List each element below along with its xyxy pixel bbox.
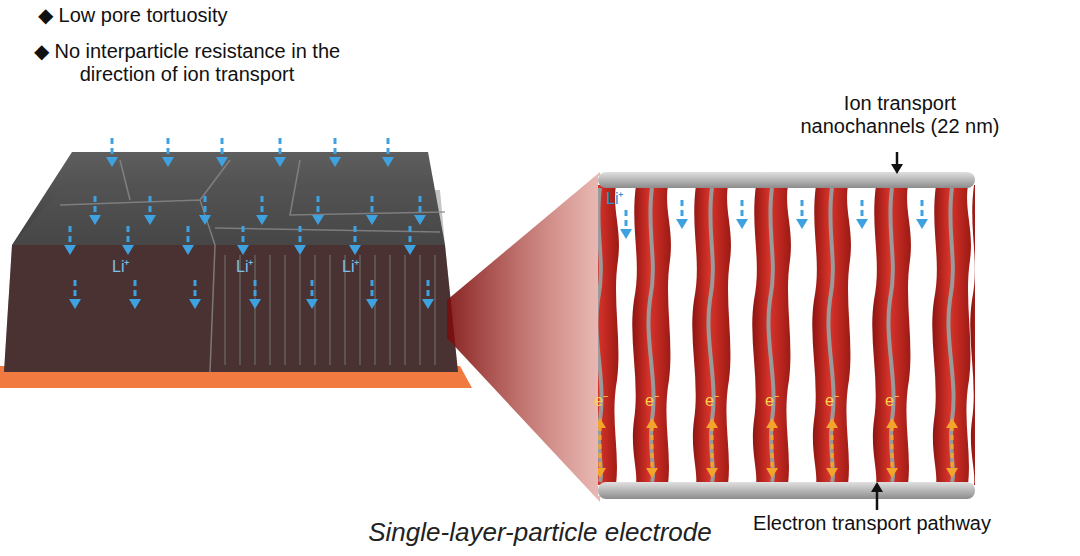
- bullet-note: ◆ No interparticle resistance in the dir…: [12, 40, 362, 86]
- electron-label: e⁻: [880, 392, 904, 410]
- bullet-note: ◆ Low pore tortuosity: [38, 4, 358, 27]
- electron-label: e⁻: [700, 392, 724, 410]
- electron-label: e⁻: [640, 392, 664, 410]
- electron-label: e⁻: [589, 392, 613, 410]
- figure-caption: Single-layer-particle electrode: [240, 518, 840, 548]
- ion-label: Li⁺: [342, 258, 382, 276]
- callout-label: Ion transport nanochannels (22 nm): [790, 92, 1010, 138]
- ion-label: Li⁺: [236, 258, 276, 276]
- ion-label: Li⁺: [112, 258, 152, 276]
- callout-label: Electron transport pathway: [712, 512, 1032, 535]
- electron-label: e⁻: [760, 392, 784, 410]
- ion-label: Li⁺: [606, 190, 640, 208]
- electron-label: e⁻: [820, 392, 844, 410]
